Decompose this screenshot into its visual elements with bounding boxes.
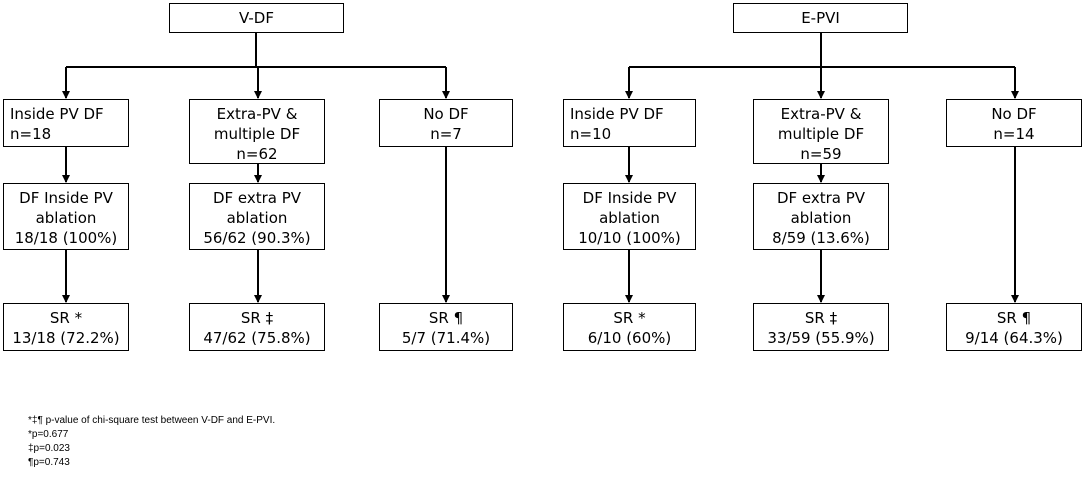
outcome-rate: 47/62 (75.8%) <box>203 329 311 347</box>
footnotes: *‡¶ p-value of chi-square test between V… <box>28 414 275 470</box>
outcome-box-extra-pv: SR ‡ 47/62 (75.8%) <box>189 303 325 351</box>
outcome-box-no-df: SR ¶ 9/14 (64.3%) <box>946 303 1082 351</box>
outcome-box-extra-pv: SR ‡ 33/59 (55.9%) <box>753 303 889 351</box>
ablation-label: DF extra PV <box>776 189 866 207</box>
ablation-label: ablation <box>35 209 97 227</box>
outcome-rate: 33/59 (55.9%) <box>767 329 875 347</box>
group-box-extra-pv: Extra-PV & multiple DF n=62 <box>189 99 325 164</box>
group-box-inside-pv-df: Inside PV DF n=10 <box>563 99 696 147</box>
group-box-no-df: No DF n=14 <box>946 99 1082 147</box>
footnote-pvalue-note: *‡¶ p-value of chi-square test between V… <box>28 415 276 426</box>
outcome-label: SR ¶ <box>428 309 464 327</box>
outcome-label: SR ¶ <box>996 309 1032 327</box>
group-count: n=18 <box>10 125 52 143</box>
outcome-rate: 5/7 (71.4%) <box>401 329 491 347</box>
ablation-label: DF extra PV <box>212 189 302 207</box>
outcome-label: SR * <box>49 309 83 327</box>
outcome-box-inside-pv: SR * 6/10 (60%) <box>563 303 696 351</box>
ablation-label: DF Inside PV <box>582 189 677 207</box>
ablation-label: ablation <box>226 209 288 227</box>
group-box-inside-pv-df: Inside PV DF n=18 <box>3 99 129 147</box>
ablation-box-inside-pv: DF Inside PV ablation 10/10 (100%) <box>563 183 696 250</box>
group-label: multiple DF <box>777 125 865 143</box>
ablation-label: DF Inside PV <box>19 189 113 207</box>
footnote-sr-star: *p=0.677 <box>28 429 69 440</box>
group-count: n=7 <box>430 125 462 143</box>
group-label: No DF <box>423 105 469 123</box>
root-label: V-DF <box>239 9 274 27</box>
root-box-vdf: V-DF <box>169 3 344 33</box>
ablation-rate: 10/10 (100%) <box>578 229 681 247</box>
group-count: n=14 <box>993 125 1035 143</box>
footnote-sr-pilcrow: ¶p=0.743 <box>28 457 70 468</box>
group-label: Extra-PV & <box>780 105 862 123</box>
group-box-extra-pv: Extra-PV & multiple DF n=59 <box>753 99 889 164</box>
ablation-box-extra-pv: DF extra PV ablation 56/62 (90.3%) <box>189 183 325 250</box>
ablation-rate: 8/59 (13.6%) <box>772 229 870 247</box>
group-count: n=10 <box>570 125 612 143</box>
group-label: multiple DF <box>213 125 301 143</box>
outcome-rate: 13/18 (72.2%) <box>12 329 120 347</box>
outcome-box-no-df: SR ¶ 5/7 (71.4%) <box>379 303 513 351</box>
root-box-epvi: E-PVI <box>733 3 908 33</box>
outcome-label: SR * <box>613 309 646 327</box>
group-box-no-df: No DF n=7 <box>379 99 513 147</box>
outcome-box-inside-pv: SR * 13/18 (72.2%) <box>3 303 129 351</box>
ablation-box-extra-pv: DF extra PV ablation 8/59 (13.6%) <box>753 183 889 250</box>
group-label: Inside PV DF <box>570 105 664 123</box>
outcome-label: SR ‡ <box>804 309 838 327</box>
group-count: n=59 <box>800 145 842 163</box>
ablation-label: ablation <box>599 209 660 227</box>
outcome-rate: 9/14 (64.3%) <box>965 329 1063 347</box>
root-label: E-PVI <box>801 9 840 27</box>
ablation-box-inside-pv: DF Inside PV ablation 18/18 (100%) <box>3 183 129 250</box>
group-count: n=62 <box>236 145 278 163</box>
group-label: Inside PV DF <box>10 105 104 123</box>
outcome-label: SR ‡ <box>240 309 274 327</box>
footnote-sr-double-dagger: ‡p=0.023 <box>28 443 70 454</box>
outcome-rate: 6/10 (60%) <box>587 329 672 347</box>
group-label: No DF <box>991 105 1037 123</box>
ablation-label: ablation <box>790 209 852 227</box>
group-label: Extra-PV & <box>216 105 298 123</box>
ablation-rate: 18/18 (100%) <box>14 229 118 247</box>
ablation-rate: 56/62 (90.3%) <box>203 229 311 247</box>
